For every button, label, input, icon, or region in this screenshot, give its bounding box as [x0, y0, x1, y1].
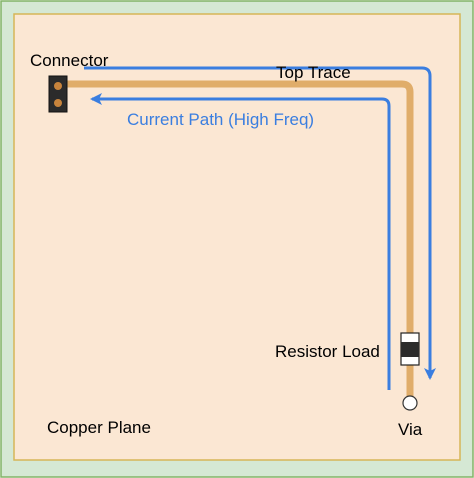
copper-plane — [13, 13, 461, 461]
resistor-load-label: Resistor Load — [275, 342, 380, 361]
connector-component — [48, 75, 68, 113]
top-trace-label: Top Trace — [276, 63, 351, 82]
connector-label: Connector — [30, 51, 109, 70]
connector-pin — [54, 82, 62, 90]
via-icon — [402, 395, 418, 411]
resistor-component — [400, 332, 420, 366]
top-trace — [58, 80, 414, 345]
connector-pin — [54, 99, 62, 107]
copper-plane-label: Copper Plane — [47, 418, 151, 437]
via-label: Via — [398, 420, 423, 439]
current-path-outgoing-arrow — [84, 66, 436, 380]
current-path-label: Current Path (High Freq) — [127, 110, 315, 129]
current-path-return-arrow — [90, 93, 391, 390]
